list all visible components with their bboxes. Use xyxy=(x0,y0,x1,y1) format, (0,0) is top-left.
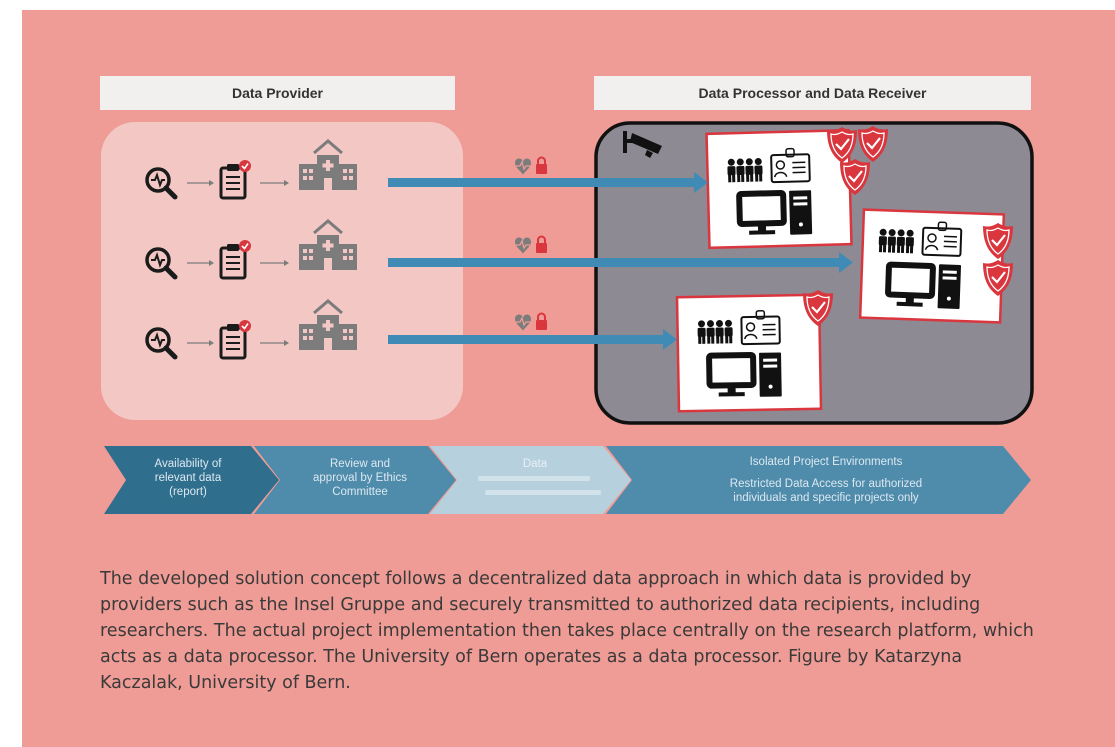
step-4-line-1: Isolated Project Environments xyxy=(750,456,903,468)
process-steps xyxy=(104,446,1031,514)
workstation-card-3 xyxy=(675,293,823,413)
process-step-2 xyxy=(254,446,456,514)
step-3-line-1: Data xyxy=(523,458,548,470)
receiver-header: Data Processor and Data Receiver xyxy=(594,76,1031,110)
heart-lock-icon xyxy=(514,235,548,255)
transfer-arrow-2 xyxy=(388,252,853,273)
step-3-faded-text xyxy=(478,476,601,495)
step-2-line-3: Committee xyxy=(332,486,388,498)
workstation-card-1 xyxy=(705,128,853,250)
process-step-4 xyxy=(606,446,1031,514)
step-4-line-2: Restricted Data Access for authorized xyxy=(730,478,922,490)
figure-caption: The developed solution concept follows a… xyxy=(100,569,1034,693)
step-1-line-3: (report) xyxy=(169,486,207,498)
transfer-arrow-3 xyxy=(388,329,677,350)
step-4-line-3: individuals and specific projects only xyxy=(733,492,919,504)
step-2-line-2: approval by Ethics xyxy=(313,472,407,484)
step-2-line-1: Review and xyxy=(330,458,390,470)
provider-header: Data Provider xyxy=(100,76,455,110)
workstation-card-2 xyxy=(858,208,1006,324)
heart-lock-icon xyxy=(514,156,548,176)
step-1-line-1: Availability of xyxy=(155,458,223,470)
cctv-camera-icon xyxy=(623,131,662,158)
provider-row-1 xyxy=(147,139,359,200)
provider-box xyxy=(101,122,463,420)
step-1-line-2: relevant data xyxy=(155,472,222,484)
transfer-arrow-1 xyxy=(388,172,708,193)
heart-lock-icon xyxy=(514,312,548,332)
provider-row-2 xyxy=(147,219,359,280)
provider-row-3 xyxy=(147,299,359,360)
process-step-1 xyxy=(104,446,279,514)
